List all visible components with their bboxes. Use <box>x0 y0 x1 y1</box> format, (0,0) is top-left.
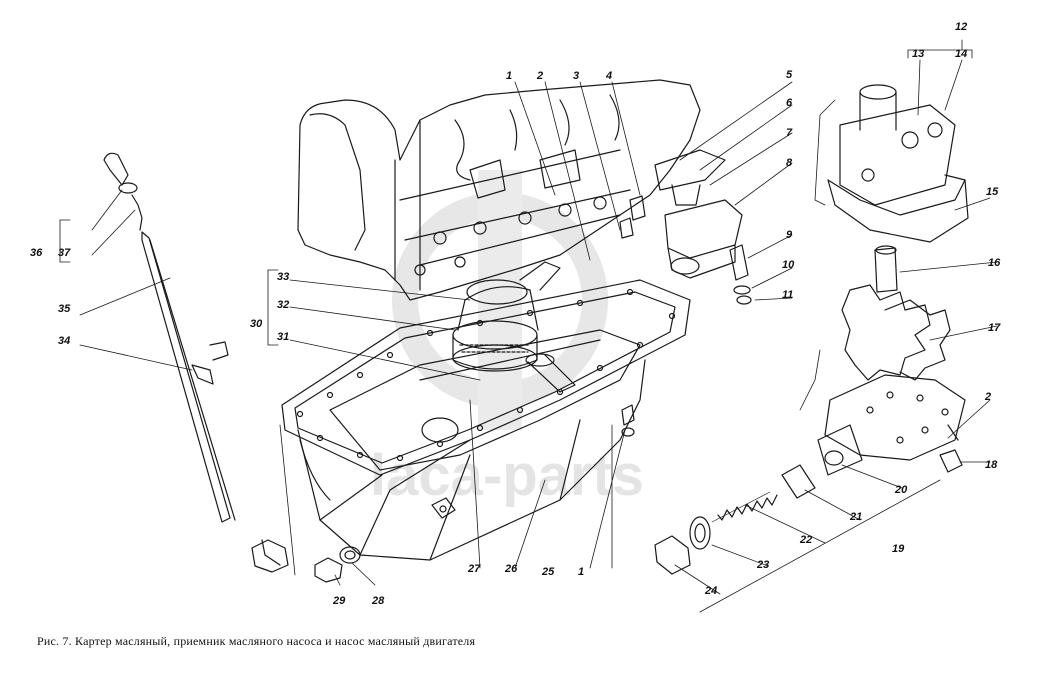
callout-1: 1 <box>506 70 512 82</box>
callout-36: 36 <box>30 247 43 259</box>
callout-15: 15 <box>986 186 999 198</box>
callout-37: 37 <box>58 247 71 259</box>
callout-2b: 2 <box>984 391 991 403</box>
dipstick-assembly <box>103 152 289 573</box>
callout-34: 34 <box>58 335 70 347</box>
callout-18: 18 <box>985 459 998 471</box>
callout-29: 29 <box>332 595 346 607</box>
watermark-text: laca-parts <box>370 443 644 508</box>
oil-pan <box>281 279 691 561</box>
callout-20: 20 <box>894 484 908 496</box>
callout-33: 33 <box>277 271 289 283</box>
callout-3: 3 <box>573 70 579 82</box>
callout-28: 28 <box>371 595 385 607</box>
callout-6: 6 <box>786 97 793 109</box>
callout-21: 21 <box>849 511 862 523</box>
callout-13: 13 <box>912 48 924 60</box>
pan-bolt <box>621 404 635 437</box>
callout-26: 26 <box>504 563 518 575</box>
figure-caption: Рис. 7. Картер масляный, приемник маслян… <box>37 634 476 648</box>
callout-22: 22 <box>799 534 812 546</box>
callout-16: 16 <box>988 257 1001 269</box>
callout-5: 5 <box>786 69 793 81</box>
callout-30: 30 <box>250 318 263 330</box>
callout-4: 4 <box>605 70 612 82</box>
pump-drive-assembly <box>619 149 752 305</box>
callout-7: 7 <box>786 127 793 139</box>
callout-24: 24 <box>704 585 717 597</box>
pump-gears <box>841 245 951 381</box>
callout-23: 23 <box>756 559 769 571</box>
callout-32: 32 <box>277 299 289 311</box>
leader-lines <box>59 39 998 613</box>
callout-1b: 1 <box>578 566 584 578</box>
callout-labels: 1 2 3 4 5 6 7 8 9 10 11 12 13 14 15 16 1… <box>30 21 1001 607</box>
callout-8: 8 <box>786 157 793 169</box>
callout-17: 17 <box>988 322 1001 334</box>
callout-19: 19 <box>892 543 905 555</box>
callout-31: 31 <box>277 331 289 343</box>
oil-pump-housing <box>827 84 969 243</box>
callout-25: 25 <box>541 566 555 578</box>
callout-35: 35 <box>58 303 71 315</box>
callout-9: 9 <box>786 229 793 241</box>
callout-10: 10 <box>782 259 795 271</box>
watermark-logo <box>392 170 608 430</box>
pressure-relief-valve <box>654 464 816 575</box>
drain-plug <box>314 546 361 583</box>
callout-12: 12 <box>955 21 967 33</box>
callout-14: 14 <box>955 48 967 60</box>
callout-11: 11 <box>782 289 793 301</box>
callout-27: 27 <box>467 563 481 575</box>
callout-2: 2 <box>536 70 543 82</box>
pump-cover <box>817 374 966 476</box>
